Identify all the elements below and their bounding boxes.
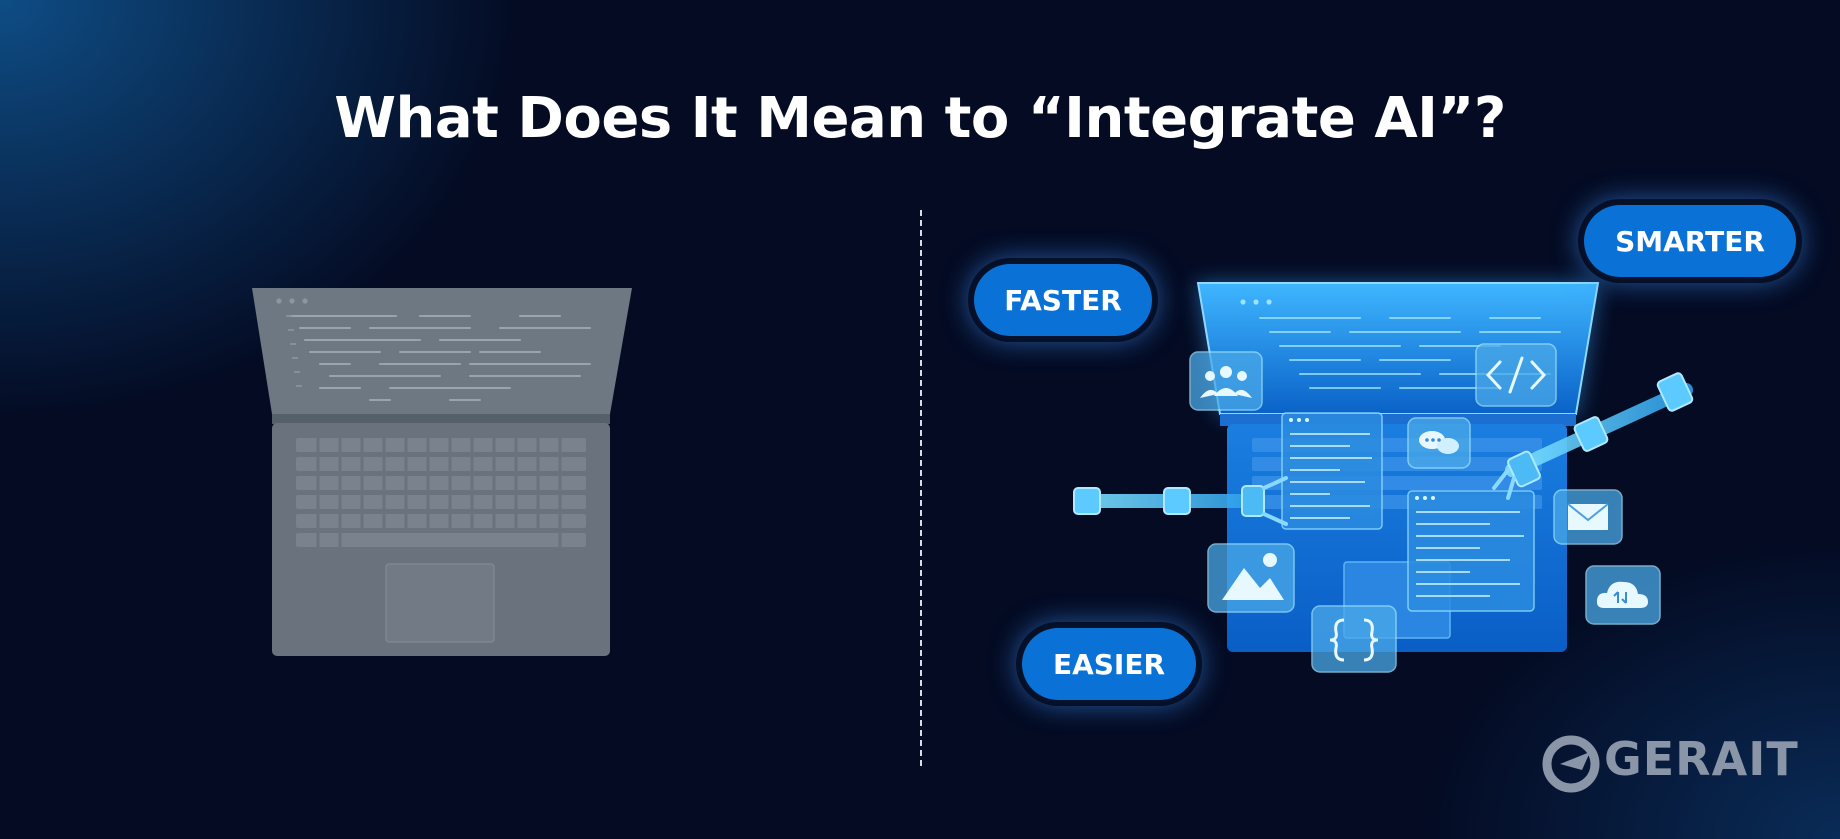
page-title: What Does It Mean to “Integrate AI”? <box>334 86 1506 151</box>
robotic-arm-icon <box>1073 476 1288 526</box>
center-divider <box>920 210 922 766</box>
chat-icon <box>1407 417 1471 469</box>
image-icon <box>1207 543 1295 613</box>
smarter-badge: SMARTER <box>1584 205 1796 277</box>
braces-icon <box>1311 605 1397 673</box>
gerait-logo-mark <box>1542 735 1600 793</box>
code-icon <box>1475 343 1557 407</box>
code-panel-right <box>1407 490 1535 612</box>
mail-icon <box>1553 489 1623 545</box>
gerait-logo: GERAIT <box>1604 732 1799 786</box>
cloud-transfer-icon <box>1585 565 1661 625</box>
code-panel-left <box>1281 412 1383 530</box>
faster-badge: FASTER <box>974 264 1152 336</box>
team-icon <box>1189 351 1263 411</box>
plain-laptop <box>252 288 632 656</box>
robotic-arm-icon <box>1492 372 1694 500</box>
easier-badge: EASIER <box>1022 628 1196 700</box>
logo-text: GERAIT <box>1604 732 1799 786</box>
